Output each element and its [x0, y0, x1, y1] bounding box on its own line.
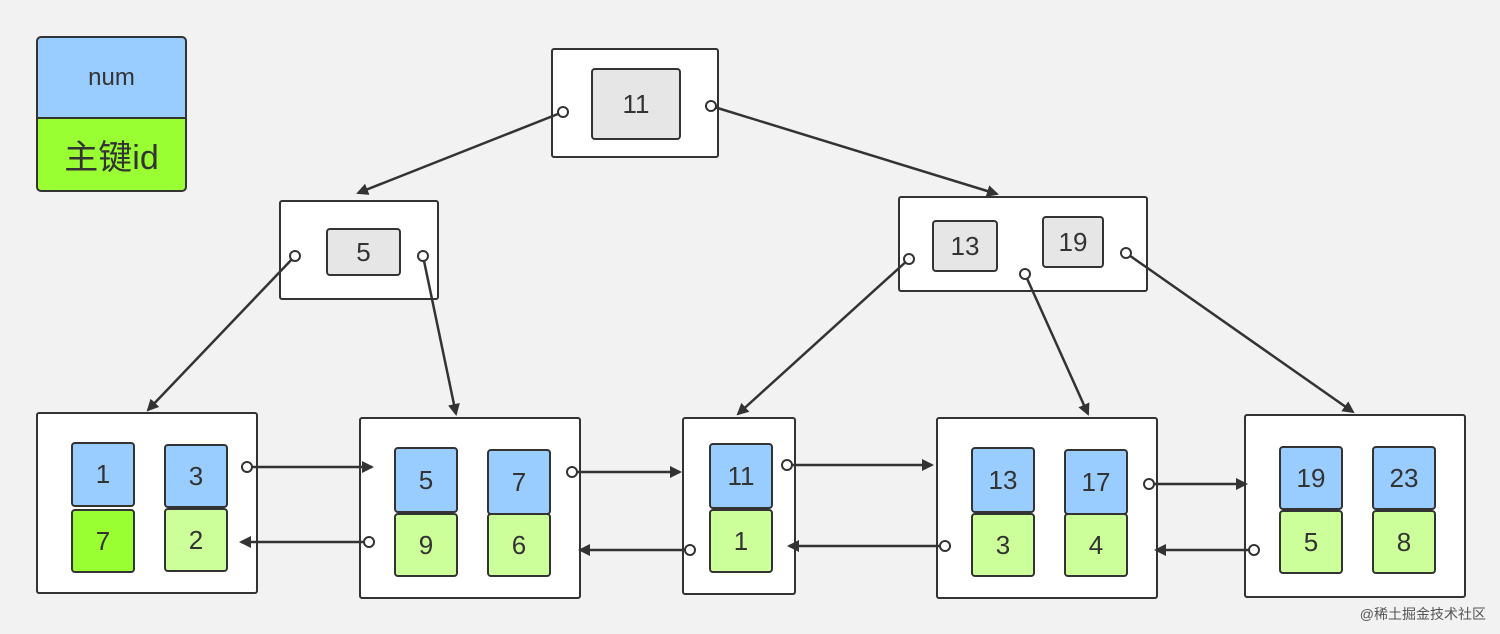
arrow-internal-right-3 [1125, 251, 1355, 414]
watermark: @稀土掘金技术社区 [1359, 606, 1486, 622]
pointer-dot [417, 250, 429, 262]
pointer-dot [1143, 478, 1155, 490]
root-key-11: 11 [591, 68, 681, 140]
internal-key-19: 19 [1042, 216, 1104, 268]
pointer-dot [684, 544, 696, 556]
leaf-pk-cell: 9 [394, 513, 458, 577]
pointer-dot [903, 253, 915, 265]
pointer-dot [1019, 268, 1031, 280]
arrow-internal-left-1 [146, 255, 296, 412]
internal-key-13: 13 [932, 220, 998, 272]
pointer-dot [241, 461, 253, 473]
arrow-internal-left-2 [421, 255, 460, 416]
leaf-num-cell: 19 [1279, 446, 1343, 510]
leaf-num-cell: 3 [164, 444, 228, 508]
legend-num: num [36, 36, 187, 120]
arrow-root-right [710, 104, 999, 197]
leaf-pk-cell: 5 [1279, 510, 1343, 574]
arrow-root-left [356, 110, 564, 195]
pointer-dot [289, 250, 301, 262]
leaf-num-cell: 1 [71, 442, 135, 507]
pointer-dot [1120, 247, 1132, 259]
leaf-pk-cell: 4 [1064, 513, 1128, 577]
pointer-dot [705, 100, 717, 112]
leaf-node: 11 1 [682, 417, 796, 595]
pointer-dot [939, 540, 951, 552]
legend-primary-key: 主键id [36, 117, 187, 192]
pointer-dot [781, 459, 793, 471]
leaf-num-cell: 11 [709, 443, 773, 509]
leaf-num-cell: 23 [1372, 446, 1436, 510]
leaf-pk-cell: 8 [1372, 510, 1436, 574]
leaf-node: 1 7 3 2 [36, 412, 258, 594]
internal-node-left: 5 [279, 200, 439, 300]
internal-key-5: 5 [326, 228, 401, 276]
pointer-dot [566, 466, 578, 478]
internal-node-right: 13 19 [898, 196, 1148, 292]
leaf-pk-cell: 2 [164, 508, 228, 572]
leaf-num-cell: 5 [394, 447, 458, 513]
leaf-num-cell: 13 [971, 447, 1035, 513]
leaf-node: 19 5 23 8 [1244, 414, 1466, 598]
leaf-pk-cell: 7 [71, 509, 135, 573]
leaf-node: 5 9 7 6 [359, 417, 581, 599]
root-node: 11 [551, 48, 719, 158]
leaf-pk-cell: 1 [709, 509, 773, 573]
pointer-dot [363, 536, 375, 548]
pointer-dot [1248, 544, 1260, 556]
leaf-pk-cell: 6 [487, 513, 551, 577]
leaf-pk-cell: 3 [971, 513, 1035, 577]
arrow-internal-right-2 [1023, 273, 1090, 416]
pointer-dot [557, 106, 569, 118]
arrow-internal-right-1 [736, 258, 910, 416]
leaf-node: 13 3 17 4 [936, 417, 1158, 599]
